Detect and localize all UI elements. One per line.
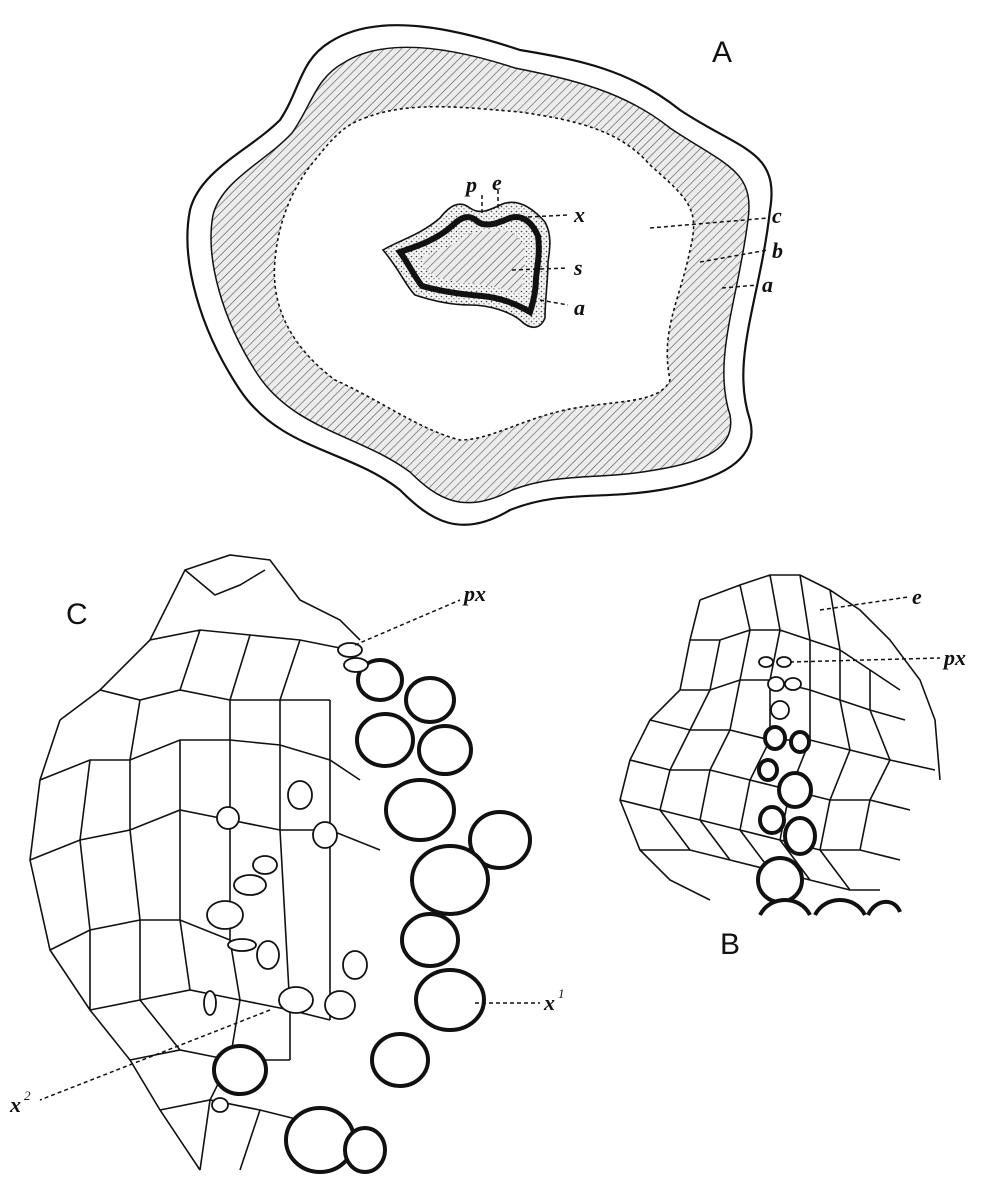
cell <box>758 656 774 668</box>
label-x2: x <box>9 1092 21 1117</box>
cell <box>343 657 369 673</box>
leader-px-b <box>789 657 941 663</box>
vessel <box>370 1032 430 1088</box>
vessel <box>414 968 486 1032</box>
cell <box>767 676 785 692</box>
label-x2-superscript: 2 <box>24 1088 31 1103</box>
panel-a-leaders <box>481 190 769 306</box>
cell <box>337 642 363 658</box>
label-e-b: e <box>912 584 922 609</box>
vessel <box>763 725 787 751</box>
cell <box>324 990 356 1020</box>
panel-c-tissue-detail <box>29 554 540 1174</box>
panel-a-cross-section <box>186 24 773 526</box>
cell <box>287 780 313 810</box>
stele-center <box>420 229 525 294</box>
vessel <box>404 676 456 724</box>
vessel <box>212 1044 268 1096</box>
vessel <box>343 1126 387 1174</box>
leader-e-b <box>819 596 909 611</box>
vessel <box>757 758 779 782</box>
label-s-stele: s <box>573 255 583 280</box>
stele-xylem-ring <box>395 214 542 317</box>
label-px-c: px <box>462 581 486 606</box>
b-bottom-cells <box>758 898 902 917</box>
vessel <box>783 816 817 856</box>
label-a-inner: a <box>574 295 585 320</box>
vessel <box>384 778 456 842</box>
vessel <box>789 730 811 754</box>
vessel <box>400 912 460 968</box>
vessel <box>284 1106 356 1174</box>
cell <box>252 855 278 875</box>
vessel <box>756 856 804 904</box>
cell <box>278 986 314 1014</box>
vessel <box>417 724 473 776</box>
vessel <box>410 844 490 916</box>
label-a-outer: a <box>762 272 773 297</box>
cell <box>256 940 280 970</box>
parenchyma-network <box>29 554 381 1171</box>
vessel <box>468 810 532 870</box>
label-c-cortex: c <box>772 203 782 228</box>
leader-x2 <box>39 1009 271 1101</box>
label-x1: x <box>543 990 555 1015</box>
cell <box>312 821 338 849</box>
cell <box>211 1097 229 1113</box>
vessel <box>758 805 786 835</box>
label-b-band: b <box>772 238 783 263</box>
label-e-endodermis: e <box>492 170 502 195</box>
panel-label-a: A <box>712 36 732 69</box>
cell <box>342 950 368 980</box>
cell <box>227 938 257 952</box>
label-px-b: px <box>942 645 966 670</box>
vessel <box>355 712 415 768</box>
b-xylem-strand <box>756 656 902 917</box>
vessel <box>777 771 813 809</box>
vessel <box>356 658 404 702</box>
cell <box>206 900 244 930</box>
cell <box>216 806 240 830</box>
leader-px-c <box>354 599 461 646</box>
cell <box>770 700 790 720</box>
cell <box>784 677 802 691</box>
protoxylem-cells <box>203 642 369 1113</box>
panel-b-tissue-detail <box>619 574 941 917</box>
panel-label-c: C <box>66 598 88 631</box>
label-p-pericycle: p <box>464 172 477 197</box>
panel-label-b: B <box>720 928 740 961</box>
metaxylem-vessels <box>212 658 532 1174</box>
label-x-xylem: x <box>573 202 585 227</box>
cell <box>233 874 267 896</box>
label-x1-superscript: 1 <box>558 986 565 1001</box>
cell <box>776 656 792 668</box>
cell <box>203 990 217 1016</box>
